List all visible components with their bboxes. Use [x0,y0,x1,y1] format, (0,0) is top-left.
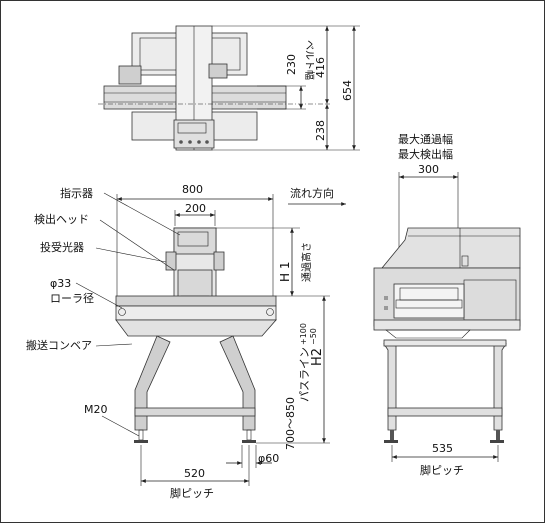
front-leg-right [219,335,256,431]
transceiver-left [165,251,177,271]
label-flow-direction: 流れ方向 [290,186,334,200]
label-m20: M20 [84,403,108,416]
label-roller-dia: ローラ径 [50,292,94,305]
side-aperture [393,283,465,319]
dim-800: 800 [182,183,203,196]
dim-230: 230 [285,54,298,75]
label-leg-pitch-side: 脚ピッチ [420,463,464,477]
side-leg-left [383,343,397,431]
top-indicator [173,119,215,149]
dim-238: 238 [314,120,327,141]
top-motor-left [118,65,142,85]
dim-h1: H 1 [278,262,292,282]
indicator-screen [177,231,209,247]
foot-right [242,440,256,443]
side-belt [395,299,463,309]
label-detect-head: 検出ヘッド [34,212,89,226]
front-view: 800 200 流れ方向 [26,183,346,500]
front-leg-left [134,335,171,431]
dim-520: 520 [184,467,205,480]
top-motor-right [208,63,228,79]
dim-300: 300 [418,163,439,176]
foot-left [134,440,148,443]
top-view: 230 ベルト幅 416 238 654 [98,25,360,151]
label-transceiver: 投受光器 [40,240,84,254]
dim-654: 654 [341,80,354,101]
front-crossbar [134,407,256,417]
transceiver-right [213,251,225,271]
label-pass-height: 通過高さ [300,242,313,282]
side-view: 最大通過幅 最大検出幅 300 [373,132,521,477]
label-passline: パスライン [298,347,311,402]
label-leg-pitch-front: 脚ピッチ [170,486,214,500]
dim-h2-tol-plus: +100 [299,323,308,345]
label-phi33: φ33 [50,277,71,290]
label-conveyor: 搬送コンベア [26,338,92,352]
label-max-detect-width: 最大検出幅 [398,147,453,161]
roller-right [266,308,274,316]
label-belt-width: ベルト幅 [303,40,316,80]
label-max-pass-width: 最大通過幅 [398,132,453,146]
dim-h2: H2 [310,348,325,366]
dim-passline-range: 700～850 [284,397,297,450]
dim-535: 535 [432,442,453,455]
front-indicator [173,227,217,255]
roller-left [118,308,126,316]
side-crossbar [387,407,503,417]
label-indicator: 指示器 [60,186,93,200]
dim-phi60: φ60 [258,452,279,465]
side-head-top [381,227,521,269]
dim-200: 200 [185,202,206,215]
dim-h2-tol-minus: −50 [309,328,318,345]
front-conveyor [115,295,277,307]
dim-416: 416 [314,57,327,78]
side-leg-right [493,343,507,431]
